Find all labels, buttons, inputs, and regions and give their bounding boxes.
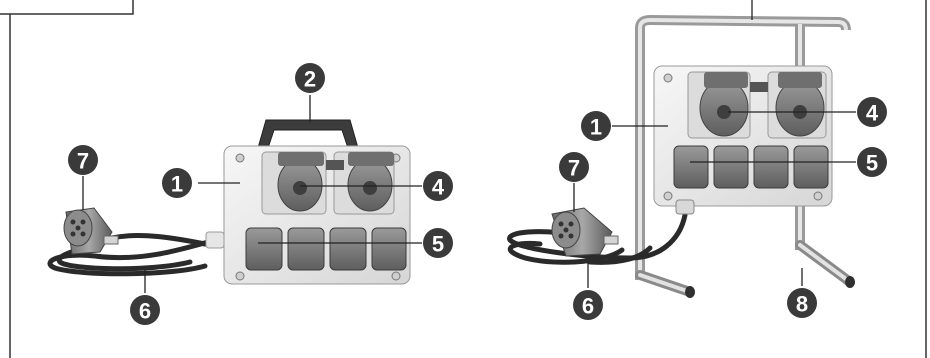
marker-label: 6 (139, 299, 151, 324)
marker-label: 2 (304, 67, 316, 92)
left-carry-handle (258, 120, 358, 148)
right-cee-socket-2 (768, 72, 826, 138)
left-plug (64, 208, 118, 254)
right-marker-4: 4 (857, 97, 887, 127)
right-marker-6: 6 (573, 290, 603, 320)
left-unit: 1 2 4 5 6 7 (50, 63, 453, 325)
marker-label: 1 (590, 115, 602, 140)
marker-label: 6 (582, 294, 594, 319)
left-marker-1: 1 (162, 168, 192, 198)
right-unit: 1 4 5 6 7 8 (510, 0, 887, 320)
right-cee-socket-1 (688, 72, 750, 138)
right-marker-7: 7 (559, 152, 589, 182)
left-marker-5: 5 (423, 228, 453, 258)
marker-label: 4 (432, 175, 445, 200)
marker-label: 5 (432, 232, 444, 257)
left-marker-7: 7 (68, 145, 98, 175)
marker-label: 1 (171, 172, 183, 197)
right-plug (552, 208, 618, 256)
right-marker-8: 8 (787, 288, 817, 318)
frame-line-left (0, 0, 133, 14)
marker-label: 4 (866, 101, 879, 126)
right-marker-5: 5 (857, 147, 887, 177)
left-marker-4: 4 (423, 171, 453, 201)
right-marker-1: 1 (581, 111, 611, 141)
left-cee-socket-1 (262, 152, 326, 214)
marker-label: 8 (796, 292, 808, 317)
marker-label: 7 (77, 149, 89, 174)
left-cable-gland (206, 232, 224, 248)
left-marker-6: 6 (130, 295, 160, 325)
marker-label: 7 (568, 156, 580, 181)
marker-label: 5 (866, 151, 878, 176)
left-marker-2: 2 (295, 63, 325, 93)
